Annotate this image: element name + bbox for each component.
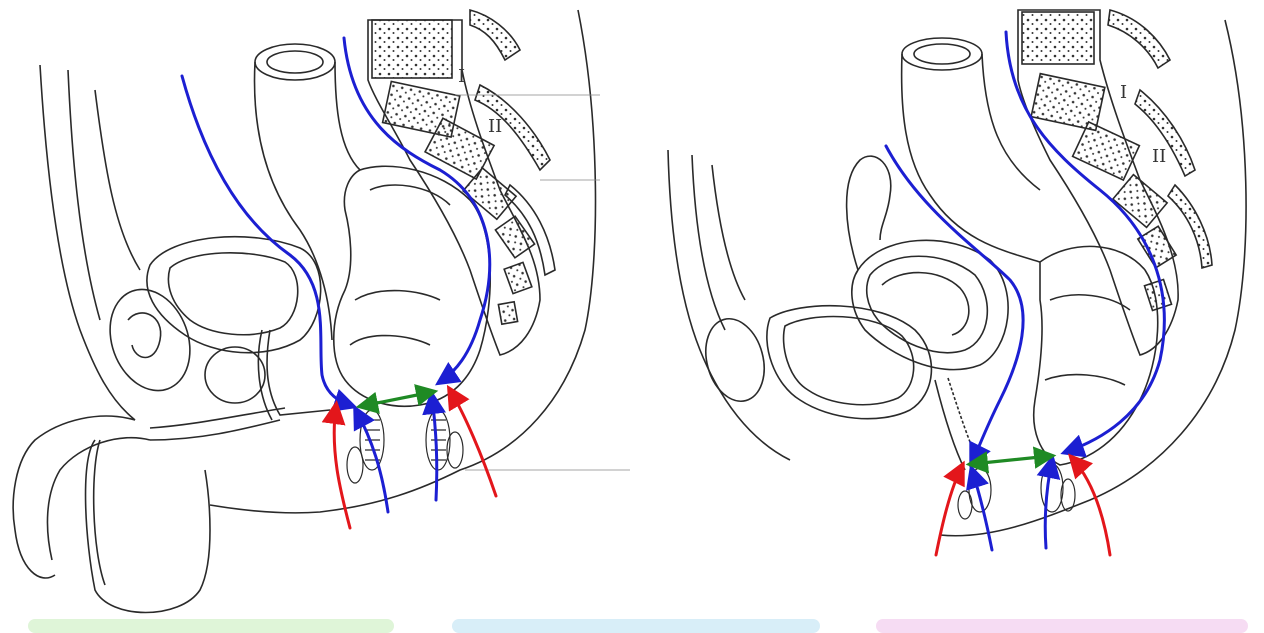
male-prostate bbox=[205, 347, 265, 403]
female-blue-arrow-2 bbox=[1045, 460, 1052, 548]
female-anal-sphincter bbox=[958, 464, 1075, 519]
male-blue-arrow-2 bbox=[432, 396, 437, 500]
male-vertebra-label-I: I bbox=[458, 66, 465, 87]
male-rectum bbox=[334, 166, 490, 406]
male-anal-sphincter bbox=[347, 410, 463, 483]
male-penis bbox=[13, 416, 135, 578]
male-vertebra-label-II: II bbox=[488, 116, 502, 137]
female-fallopian-tube bbox=[847, 156, 891, 270]
blue-caption-pill bbox=[452, 619, 820, 633]
pink-caption-pill bbox=[876, 619, 1248, 633]
male-bladder bbox=[147, 237, 321, 353]
male-red-arrow-2 bbox=[450, 390, 496, 496]
female-red-arrow-2 bbox=[1072, 458, 1110, 555]
male-pelvis-figure bbox=[13, 10, 630, 613]
female-distance-arrow bbox=[972, 456, 1050, 464]
female-vertebra-label-I: I bbox=[1120, 82, 1127, 103]
female-annotations bbox=[886, 32, 1164, 555]
female-rectum bbox=[1034, 246, 1158, 465]
female-abdominal-wall bbox=[668, 150, 790, 460]
male-distance-arrow bbox=[362, 392, 432, 406]
male-blue-arrow-1 bbox=[356, 410, 388, 512]
female-vertebra-label-II: II bbox=[1152, 146, 1166, 167]
female-blue-path-anterior bbox=[886, 146, 1023, 462]
female-pubic-symphysis bbox=[697, 312, 773, 408]
female-pelvis-figure bbox=[668, 10, 1246, 536]
female-vagina bbox=[935, 380, 965, 470]
male-scrotum bbox=[86, 440, 210, 613]
green-caption-pill bbox=[28, 619, 394, 633]
